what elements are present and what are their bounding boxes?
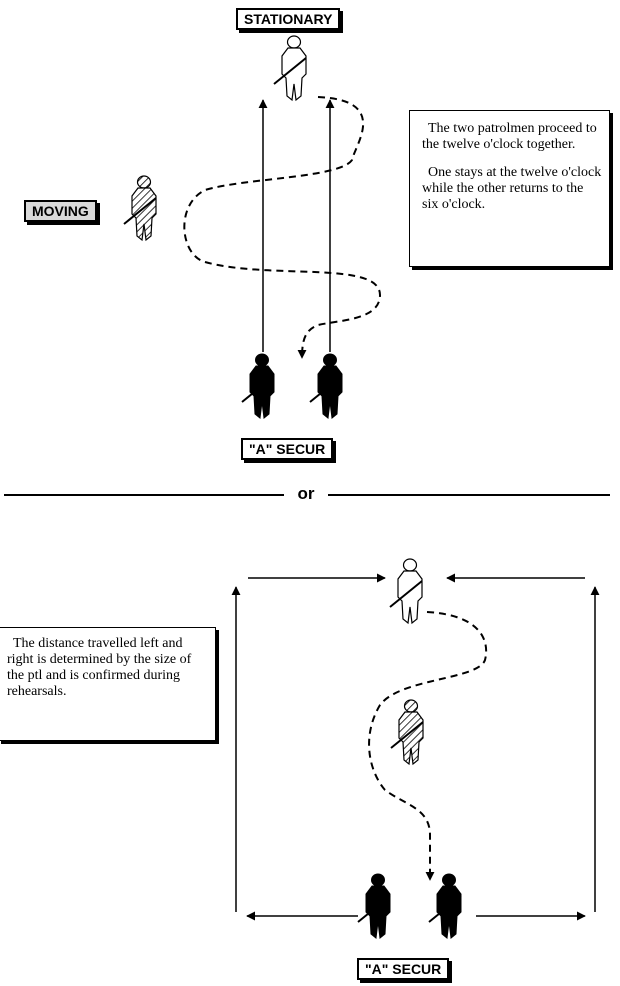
secur-label-bottom: "A" SECUR [357, 958, 450, 980]
secur-label-top: "A" SECUR [241, 438, 334, 460]
note-box-bottom: The distance travelled left and right is… [0, 627, 216, 741]
moving-label: MOVING [24, 200, 97, 222]
note-paragraph-2: One stays at the twelve o'clock while th… [422, 165, 602, 212]
patrolman-right-icon [309, 353, 343, 419]
moving-patrolman-icon [123, 175, 157, 241]
return-path-dashed-arrow-bottom [368, 611, 488, 881]
note-box-top: The two patrolmen proceed to the twelve … [409, 110, 610, 267]
stationary-patrolman-icon-bottom [389, 558, 423, 624]
patrolman-right-icon-bottom [428, 873, 462, 939]
moving-patrolman-icon-bottom [390, 699, 424, 765]
return-path-dashed-arrow [183, 96, 382, 359]
stationary-label: STATIONARY [236, 8, 341, 30]
patrolman-left-icon [241, 353, 275, 419]
patrolman-left-icon-bottom [357, 873, 391, 939]
note-paragraph-bottom: The distance travelled left and right is… [7, 636, 192, 699]
or-divider-text: or [286, 484, 326, 504]
stationary-patrolman-icon [273, 35, 307, 101]
note-paragraph-1: The two patrolmen proceed to the twelve … [422, 121, 597, 152]
